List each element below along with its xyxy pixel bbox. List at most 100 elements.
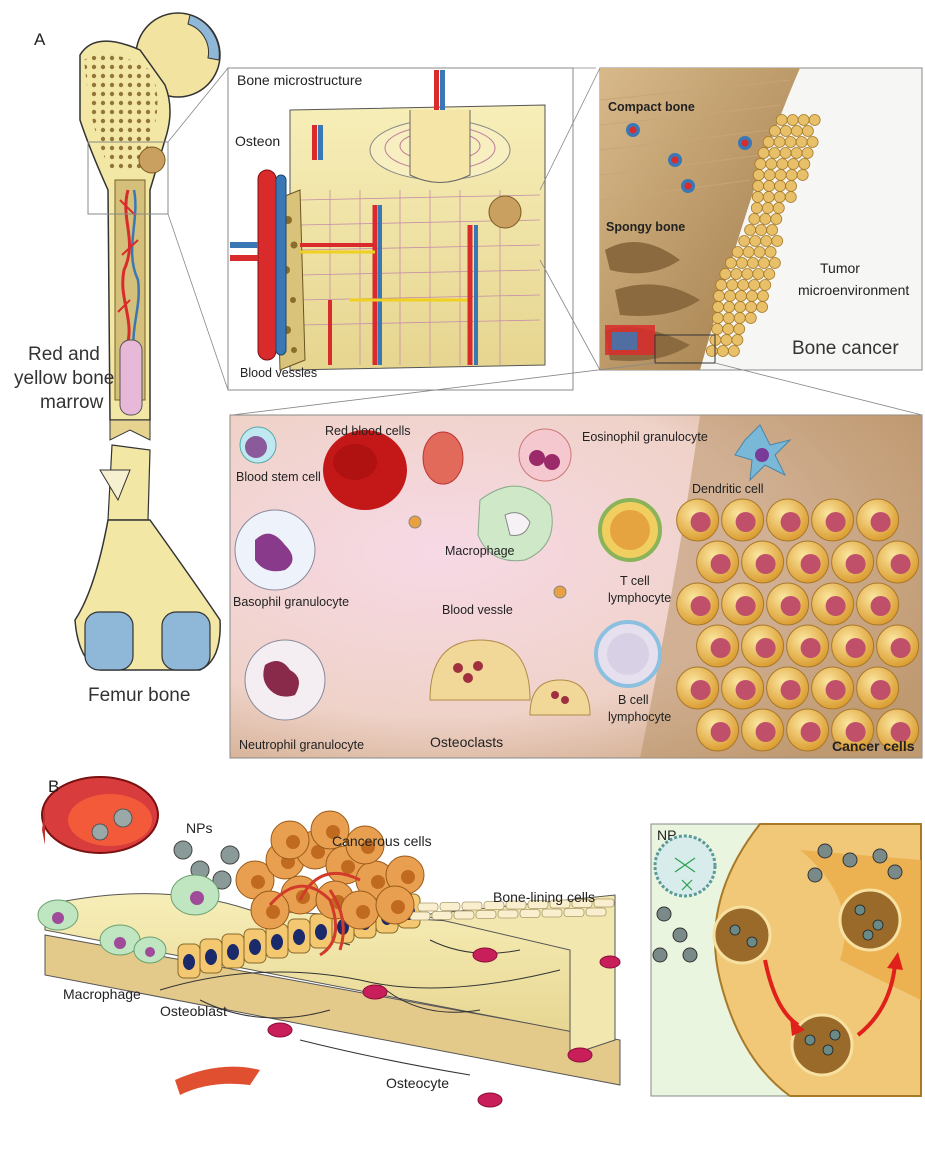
- tumor-cell: [760, 214, 771, 225]
- bone-microstructure-illustration: [228, 68, 600, 390]
- macrophage-label: Macrophage: [445, 544, 515, 558]
- tumor-label-line1: Tumor: [820, 260, 860, 276]
- lining-cell: [462, 902, 482, 910]
- tumor-cell: [769, 126, 780, 137]
- tumor-cell: [767, 225, 778, 236]
- cancer-cell-nucleus: [871, 680, 891, 700]
- tumor-cell: [753, 170, 764, 181]
- tumor-cell: [761, 236, 772, 247]
- osteoblast-nucleus: [227, 944, 239, 960]
- tumor-cell: [775, 170, 786, 181]
- lining-cell: [520, 910, 540, 918]
- tumor-cell: [809, 115, 820, 126]
- lining-cell: [410, 912, 430, 920]
- tumor-cell: [797, 170, 808, 181]
- cancerous-cell-nucleus: [391, 900, 405, 914]
- tumor-cell: [758, 291, 769, 302]
- bone-remodeling-illustration: [38, 777, 620, 1107]
- tumor-cell: [785, 137, 796, 148]
- tumor-cell: [752, 192, 763, 203]
- tumor-cell: [714, 291, 725, 302]
- tumor-cell: [791, 148, 802, 159]
- tumor-microenvironment-illustration: [230, 415, 922, 758]
- tumor-cell: [764, 170, 775, 181]
- tumor-cell: [756, 225, 767, 236]
- tumor-cell: [758, 258, 769, 269]
- tumor-cell: [769, 148, 780, 159]
- tumor-cell: [738, 280, 749, 291]
- cancer-cell-nucleus: [826, 512, 846, 532]
- cancer-cell-nucleus: [801, 722, 821, 742]
- rbc-label: Red blood cells: [325, 424, 410, 438]
- osteoclasts-label: Osteoclasts: [430, 734, 503, 750]
- tumor-cell: [787, 115, 798, 126]
- stem-cell-label: Blood stem cell: [236, 470, 321, 484]
- cancer-cell-nucleus: [781, 680, 801, 700]
- tumor-cell: [732, 247, 743, 258]
- cancer-cell-nucleus: [846, 554, 866, 574]
- tumor-cell: [742, 269, 753, 280]
- lining-cell: [418, 903, 438, 911]
- cancerous-cell-nucleus: [266, 905, 280, 919]
- np-label: NP: [657, 827, 676, 843]
- cancerous-cell-nucleus: [401, 870, 415, 884]
- tumor-cell: [723, 313, 734, 324]
- cancer-cell-nucleus: [736, 596, 756, 616]
- tumor-cell: [739, 236, 750, 247]
- tumor-cell: [788, 159, 799, 170]
- tumor-cell: [777, 159, 788, 170]
- cancer-cell-nucleus: [711, 638, 731, 658]
- cancer-cell-nucleus: [846, 638, 866, 658]
- tumor-cell: [798, 115, 809, 126]
- cancer-cell-nucleus: [801, 554, 821, 574]
- tumor-cell: [802, 126, 813, 137]
- tumor-cell: [785, 192, 796, 203]
- osteoblast-nucleus: [271, 934, 283, 950]
- tumor-cell: [724, 302, 735, 313]
- tumor-cell: [712, 313, 723, 324]
- tumor-cell: [786, 181, 797, 192]
- cancerous-cell-nucleus: [251, 875, 265, 889]
- tumor-cell: [760, 280, 771, 291]
- cancer-cell-nucleus: [871, 512, 891, 532]
- tumor-cell: [728, 346, 739, 357]
- lining-cell: [498, 910, 518, 918]
- cancer-cell-nucleus: [781, 596, 801, 616]
- tumor-cell: [765, 247, 776, 258]
- cancer-cell-nucleus: [711, 722, 731, 742]
- tumor-cell: [750, 236, 761, 247]
- tcell-label-line2: lymphocyte: [608, 591, 671, 605]
- lining-cell: [432, 912, 452, 920]
- tumor-cell: [732, 335, 743, 346]
- cancer-cell-nucleus: [691, 680, 711, 700]
- osteoblast-label: Osteoblast: [160, 1003, 227, 1019]
- osteoblast-nucleus: [293, 929, 305, 945]
- tumor-cell: [764, 269, 775, 280]
- osteon-label: Osteon: [235, 133, 280, 149]
- cancer-cell-nucleus: [711, 554, 731, 574]
- tumor-cell: [725, 258, 736, 269]
- microstructure-title: Bone microstructure: [237, 72, 362, 88]
- cancer-cell-nucleus: [871, 596, 891, 616]
- tumor-cell: [727, 280, 738, 291]
- femur-bone-label: Femur bone: [88, 685, 190, 707]
- tumor-cell: [736, 291, 747, 302]
- tumor-cell: [755, 159, 766, 170]
- lining-cell: [586, 908, 606, 916]
- tumor-cell: [766, 159, 777, 170]
- tumor-cell: [745, 225, 756, 236]
- tumor-cell: [749, 214, 760, 225]
- tumor-cell: [758, 148, 769, 159]
- dendritic-label: Dendritic cell: [692, 482, 764, 496]
- cancer-cell-nucleus: [756, 638, 776, 658]
- tumor-cell: [762, 203, 773, 214]
- marrow-label-line1: Red and: [28, 344, 100, 366]
- nps-label: NPs: [186, 820, 212, 836]
- bcell-label-line1: B cell: [618, 693, 649, 707]
- cancer-cell-nucleus: [826, 680, 846, 700]
- neutrophil-label: Neutrophil granulocyte: [239, 738, 364, 752]
- cancer-cell-nucleus: [736, 512, 756, 532]
- eosinophil-label: Eosinophil granulocyte: [582, 430, 708, 444]
- tumor-cell: [799, 159, 810, 170]
